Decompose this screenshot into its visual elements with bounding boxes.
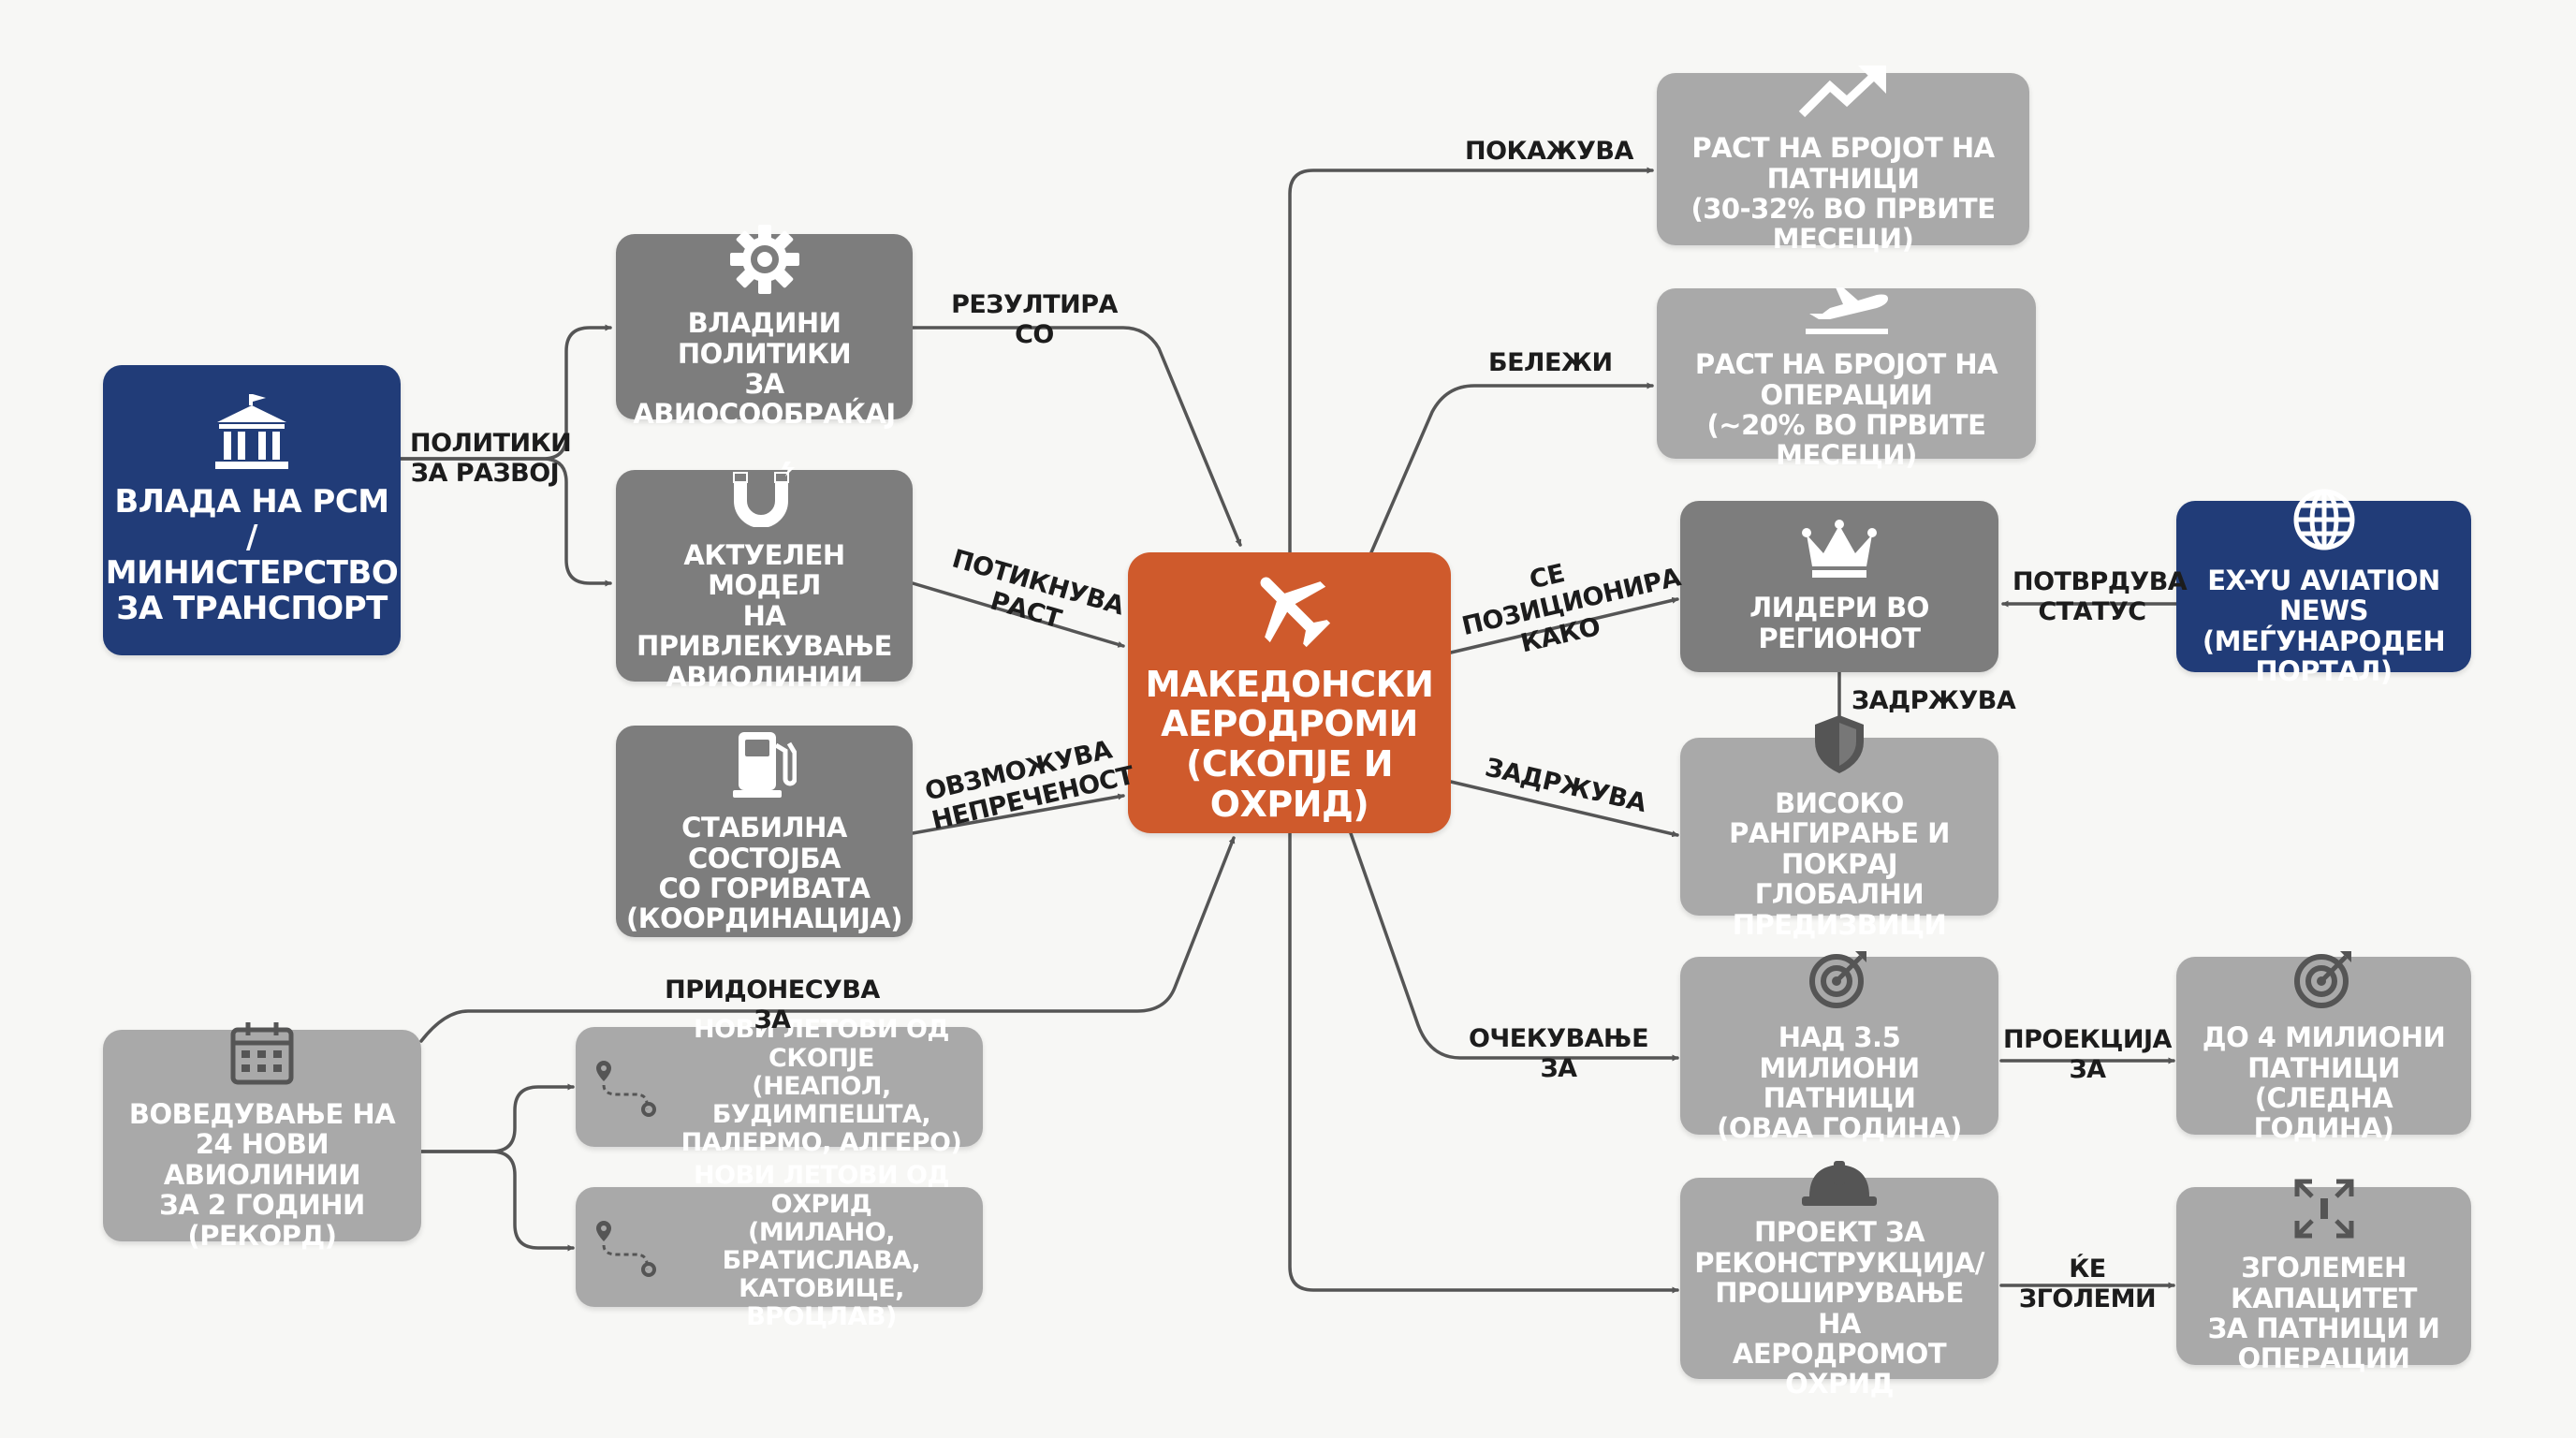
node-new-lines-text: ВОВЕДУВАЊЕ НА 24 НОВИ АВИОЛИНИИ ЗА 2 ГОД… — [128, 1097, 396, 1252]
label-potvrduva-status: ПОТВРДУВА СТАТУС — [2012, 567, 2188, 626]
crown-icon — [1801, 520, 1878, 580]
node-fuel-text: СТАБИЛНА СОСТОЈБА СО ГОРИВАТА (КООРДИНАЦ… — [626, 812, 903, 935]
edge-newlines-ohrid — [419, 1150, 575, 1252]
node-airline-model: АКТУЕЛЕН МОДЕЛ НА ПРИВЛЕКУВАЊЕ АВИОЛИНИИ — [616, 461, 913, 692]
plane-takeoff-icon — [1802, 276, 1892, 336]
gear-icon — [729, 224, 800, 295]
edge-center-leaders — [1449, 596, 1679, 654]
node-skopje-flights-text: НОВИ ЛЕТОВИ ОД СКОПЈЕ (НЕАПОЛ, БУДИМПЕШТ… — [681, 1015, 962, 1158]
node-exyu: EX-YU AVIATION NEWS (МЕЃУНАРОДЕН ПОРТАЛ) — [2176, 489, 2471, 686]
label-rezultira-so: РЕЗУЛТИРА СО — [951, 290, 1118, 349]
label-proekcija-za: ПРОЕКЦИЈА ЗА — [2003, 1025, 2172, 1084]
node-up-to-4-million: ДО 4 МИЛИОНИ ПАТНИЦИ (СЛЕДНА ГОДИНА) — [2176, 951, 2471, 1144]
edge-policies-center — [911, 326, 1242, 547]
node-ohrid-flights-text: НОВИ ЛЕТОВИ ОД ОХРИД (МИЛАНО, БРАТИСЛАВА… — [694, 1161, 949, 1332]
node-ranking: ВИСОКО РАНГИРАЊЕ И ПОКРАЈ ГЛОБАЛНИ ПРЕДИ… — [1680, 714, 1998, 940]
node-airline-model-text: АКТУЕЛЕН МОДЕЛ НА ПРИВЛЕКУВАЊЕ АВИОЛИНИИ — [637, 538, 892, 693]
globe-icon — [2291, 487, 2357, 552]
node-operations-text: РАСТ НА БРОЈОТ НА ОПЕРАЦИИ (~20% ВО ПРВИ… — [1694, 348, 1998, 472]
target-icon — [1808, 947, 1870, 1009]
node-over-3-5-million: НАД 3.5 МИЛИОНИ ПАТНИЦИ (ОВАА ГОДИНА) — [1680, 951, 1998, 1144]
label-ochekuvanje-za: ОЧЕКУВАЊЕ ЗА — [1468, 1024, 1649, 1083]
trend-up-icon — [1798, 64, 1888, 120]
node-passengers-text: РАСТ НА БРОЈОТ НА ПАТНИЦИ (30-32% ВО ПРВ… — [1690, 132, 1997, 256]
node-over-3-5-million-text: НАД 3.5 МИЛИОНИ ПАТНИЦИ (ОВАА ГОДИНА) — [1717, 1021, 1962, 1145]
route-pin-icon — [594, 1057, 660, 1117]
node-capacity-text: ЗГОЛЕМЕН КАПАЦИТЕТ ЗА ПАТНИЦИ И ОПЕРАЦИИ — [2207, 1252, 2440, 1375]
edge-center-ohrid — [1288, 831, 1679, 1294]
node-exyu-text: EX-YU AVIATION NEWS (МЕЃУНАРОДЕН ПОРТАЛ) — [2202, 564, 2446, 687]
label-pokazhuva: ПОКАЖУВА — [1465, 137, 1633, 166]
edge-newlines-center — [419, 836, 1236, 1043]
airplane-icon — [1245, 562, 1335, 652]
expand-icon — [2293, 1178, 2355, 1240]
government-building-icon — [212, 393, 292, 471]
magnet-icon — [727, 460, 802, 527]
calendar-icon — [229, 1020, 295, 1086]
node-ohrid-project-text: ПРОЕКТ ЗА РЕКОНСТРУКЦИЈА/ ПРОШИРУВАЊЕ НА… — [1694, 1216, 1984, 1401]
label-pridonesuva-za: ПРИДОНЕСУВА ЗА — [665, 976, 880, 1034]
node-leaders: ЛИДЕРИ ВО РЕГИОНОТ — [1680, 501, 1998, 672]
label-zadrzhuva-down: ЗАДРЖУВА — [1852, 686, 2016, 715]
edge-center-ranking — [1449, 780, 1679, 838]
node-ohrid-project: ПРОЕКТ ЗА РЕКОНСТРУКЦИЈА/ ПРОШИРУВАЊЕ НА… — [1680, 1161, 1998, 1400]
edge-fuel-center — [911, 793, 1125, 835]
edge-center-over35 — [1349, 831, 1679, 1062]
node-leaders-text: ЛИДЕРИ ВО РЕГИОНОТ — [1749, 592, 1929, 654]
node-center-airports: МАКЕДОНСКИ АЕРОДРОМИ (СКОПЈЕ И ОХРИД) — [1128, 552, 1451, 833]
fuel-pump-icon — [732, 728, 797, 800]
edge-government-model — [399, 457, 612, 587]
label-kje-zgolemi: ЌЕ ЗГОЛЕМИ — [2018, 1255, 2157, 1313]
hard-hat-icon — [1800, 1157, 1879, 1210]
node-operations: РАСТ НА БРОЈОТ НА ОПЕРАЦИИ (~20% ВО ПРВИ… — [1657, 287, 2036, 471]
node-ohrid-flights: НОВИ ЛЕТОВИ ОД ОХРИД (МИЛАНО, БРАТИСЛАВА… — [576, 1162, 983, 1331]
edge-center-passengers — [1288, 167, 1654, 554]
node-up-to-4-million-text: ДО 4 МИЛИОНИ ПАТНИЦИ (СЛЕДНА ГОДИНА) — [2202, 1021, 2446, 1145]
node-fuel: СТАБИЛНА СОСТОЈБА СО ГОРИВАТА (КООРДИНАЦ… — [616, 726, 913, 937]
label-politiki-za-razvoj: ПОЛИТИКИ ЗА РАЗВОЈ — [410, 429, 572, 488]
node-government: ВЛАДА НА РСМ / МИНИСТЕРСТВО ЗА ТРАНСПОРТ — [103, 365, 401, 655]
route-pin-icon — [594, 1217, 660, 1277]
edge-government-policies — [399, 324, 612, 461]
node-new-lines: ВОВЕДУВАЊЕ НА 24 НОВИ АВИОЛИНИИ ЗА 2 ГОД… — [103, 1021, 421, 1251]
edge-model-center — [911, 581, 1125, 648]
node-center-text: МАКЕДОНСКИ АЕРОДРОМИ (СКОПЈЕ И ОХРИД) — [1145, 663, 1434, 825]
node-policies: ВЛАДИНИ ПОЛИТИКИ ЗА АВИОСООБРАЌАЈ — [616, 225, 913, 430]
edge-center-operations — [1369, 382, 1654, 554]
node-government-text: ВЛАДА НА РСМ / МИНИСТЕРСТВО ЗА ТРАНСПОРТ — [105, 482, 399, 628]
node-capacity: ЗГОЛЕМЕН КАПАЦИТЕТ ЗА ПАТНИЦИ И ОПЕРАЦИИ — [2176, 1179, 2471, 1374]
edge-newlines-skopje — [419, 1083, 575, 1153]
node-skopje-flights: НОВИ ЛЕТОВИ ОД СКОПЈЕ (НЕАПОЛ, БУДИМПЕШТ… — [576, 1016, 983, 1157]
target-icon — [2293, 947, 2355, 1009]
shield-icon — [1811, 713, 1867, 775]
label-belezhi: БЕЛЕЖИ — [1488, 348, 1613, 377]
node-policies-text: ВЛАДИНИ ПОЛИТИКИ ЗА АВИОСООБРАЌАЈ — [633, 307, 896, 431]
node-passengers: РАСТ НА БРОЈОТ НА ПАТНИЦИ (30-32% ВО ПРВ… — [1657, 66, 2029, 255]
node-ranking-text: ВИСОКО РАНГИРАЊЕ И ПОКРАЈ ГЛОБАЛНИ ПРЕДИ… — [1729, 786, 1950, 941]
